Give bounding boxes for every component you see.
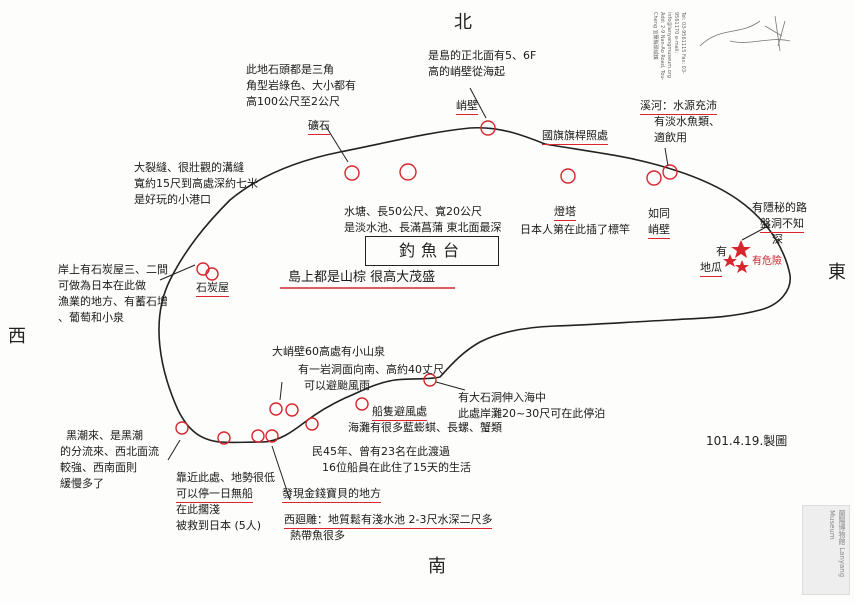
cliff-east-2: 峭壁 <box>648 222 670 239</box>
danger-1: 有 <box>716 245 727 258</box>
compass-south: 南 <box>428 556 446 577</box>
arrow-stream <box>664 147 669 167</box>
water-pit-2: 是淡水池、長滿菖蒲 東北面最深 <box>344 221 502 234</box>
southwest-2: 的分流來、西北面流 <box>60 445 159 458</box>
north-cliff-note-2: 高的峭壁從海起 <box>428 65 505 78</box>
marker-14 <box>480 120 496 136</box>
arrow-south-2 <box>279 381 283 401</box>
arrow-east <box>741 224 771 241</box>
arrow-southwest <box>167 439 181 461</box>
lighthouse-top: 國旗旗桿照處 <box>542 128 608 145</box>
south-cave: 大峭壁60高處有小山泉 <box>272 345 385 358</box>
danger-2: 地瓜 <box>700 260 722 277</box>
people-1: 民45年、曾有23名在此渡過 <box>312 445 450 458</box>
arrow-west <box>159 264 196 281</box>
southwest-1: 黑潮來、是黑潮 <box>66 429 143 442</box>
west-note-1: 岸上有石炭屋三、二間 <box>58 263 168 276</box>
east-area-3: 深 <box>772 233 783 246</box>
stream-2: 有淡水魚類、 <box>654 115 720 128</box>
marker-4 <box>355 397 369 411</box>
museum-logo <box>699 15 791 52</box>
rock-name: 礦石 <box>308 118 330 135</box>
arrow-north-cliff <box>469 87 487 119</box>
marker-17 <box>662 164 678 180</box>
east-area-1: 有隱秘的路 <box>752 201 807 214</box>
map-date: 101.4.19.製圖 <box>706 434 788 448</box>
marker-8 <box>217 431 231 445</box>
south-point-2: 此處岸灘20~30尺可在此停泊 <box>458 407 606 420</box>
map-title: 釣魚台 <box>365 236 499 266</box>
south-shore-2: 海灘有很多藍蟛蜞、長螺、蟹類 <box>348 421 502 434</box>
compass-east: 東 <box>828 262 846 283</box>
marker-15 <box>560 168 576 184</box>
stone-house: 石炭屋 <box>196 280 229 297</box>
compass-north: 北 <box>454 12 472 33</box>
west-note-2: 可做為日本在此做 <box>58 279 146 292</box>
cliff-east-1: 如同 <box>648 207 670 220</box>
crack-note-2: 寬約15尺到高處深約七米 <box>134 177 258 190</box>
arrow-south-fish <box>271 445 291 501</box>
star-2 <box>723 254 737 267</box>
crack-note-3: 是好玩的小港口 <box>134 193 211 206</box>
south-arch-1: 有一岩洞面向南、高約40丈尺 <box>298 363 444 376</box>
dock-4: 被救到日本 (5人) <box>176 519 262 532</box>
stream-1: 溪河：水源充沛 <box>640 98 717 115</box>
lighthouse-note: 日本人第在此插了標竿 <box>520 223 630 236</box>
stream-3: 適飲用 <box>654 131 687 144</box>
dock-2: 可以停一日無船 <box>176 486 253 503</box>
marker-10 <box>196 262 210 276</box>
fish-pool-2: 熱帶魚很多 <box>290 529 345 542</box>
south-arch-2: 可以避颱風雨 <box>304 379 370 392</box>
people-2: 16位船員在此住了15天的生活 <box>322 461 471 474</box>
north-cliff-note-1: 是島的正北面有5、6F <box>428 49 537 62</box>
center-caption: 島上都是山棕 很高大茂盛 <box>288 270 436 285</box>
west-note-4: 、葡萄和小泉 <box>58 311 124 324</box>
compass-west: 西 <box>8 326 26 347</box>
star-1 <box>731 240 751 258</box>
crack-note-1: 大裂縫、很壯觀的溝縫 <box>134 161 244 174</box>
east-area-2: 盤洞不知 <box>760 216 804 233</box>
rock-note-3: 高100公尺至2公尺 <box>246 95 340 108</box>
danger-red-note: 有危險 <box>752 256 782 267</box>
arrow-rock <box>324 124 349 163</box>
marker-7 <box>265 429 279 443</box>
southwest-3: 較強、西南面則 <box>60 461 137 474</box>
dock-3: 在此擱淺 <box>176 503 220 516</box>
north-cliff-name: 峭壁 <box>456 98 478 115</box>
south-shore-1: 船隻避風處 <box>372 404 427 421</box>
lighthouse-name: 燈塔 <box>554 204 576 221</box>
marker-6 <box>269 402 283 416</box>
fish-pool-1: 西廻雕：地質鬆有淺水池 2-3尺水深二尺多 <box>284 512 493 529</box>
dock-1: 靠近此處、地勢很低 <box>176 471 275 484</box>
island-coastline <box>158 126 791 444</box>
arrow-south-1 <box>435 381 466 391</box>
museum-stamp: 蘭陽博物館 Lanyang Museum <box>802 505 850 595</box>
southwest-4: 緩慢多了 <box>60 477 104 490</box>
marker-13 <box>399 163 417 181</box>
marker-12 <box>344 165 360 181</box>
star-3 <box>735 260 749 273</box>
marker-9 <box>175 421 189 435</box>
marker-3 <box>285 403 299 417</box>
marker-2 <box>305 417 319 431</box>
letterhead-text: Tel: 03-9561115 Fax: 03-9561170 e-mail: … <box>652 12 686 81</box>
marker-5 <box>251 429 265 443</box>
south-point-1: 有大石洞伸入海中 <box>458 391 546 404</box>
shells: 發現金錢寶貝的地方 <box>282 486 381 503</box>
rock-note-1: 此地石頭都是三角 <box>246 63 334 76</box>
marker-11 <box>205 267 219 281</box>
marker-16 <box>646 170 662 186</box>
water-pit-1: 水塘、長50公尺、寬20公尺 <box>344 205 482 218</box>
rock-note-2: 角型岩綠色、大小都有 <box>246 79 356 92</box>
marker-1 <box>423 373 437 387</box>
west-note-3: 漁業的地方、有蓄石增 <box>58 295 168 308</box>
